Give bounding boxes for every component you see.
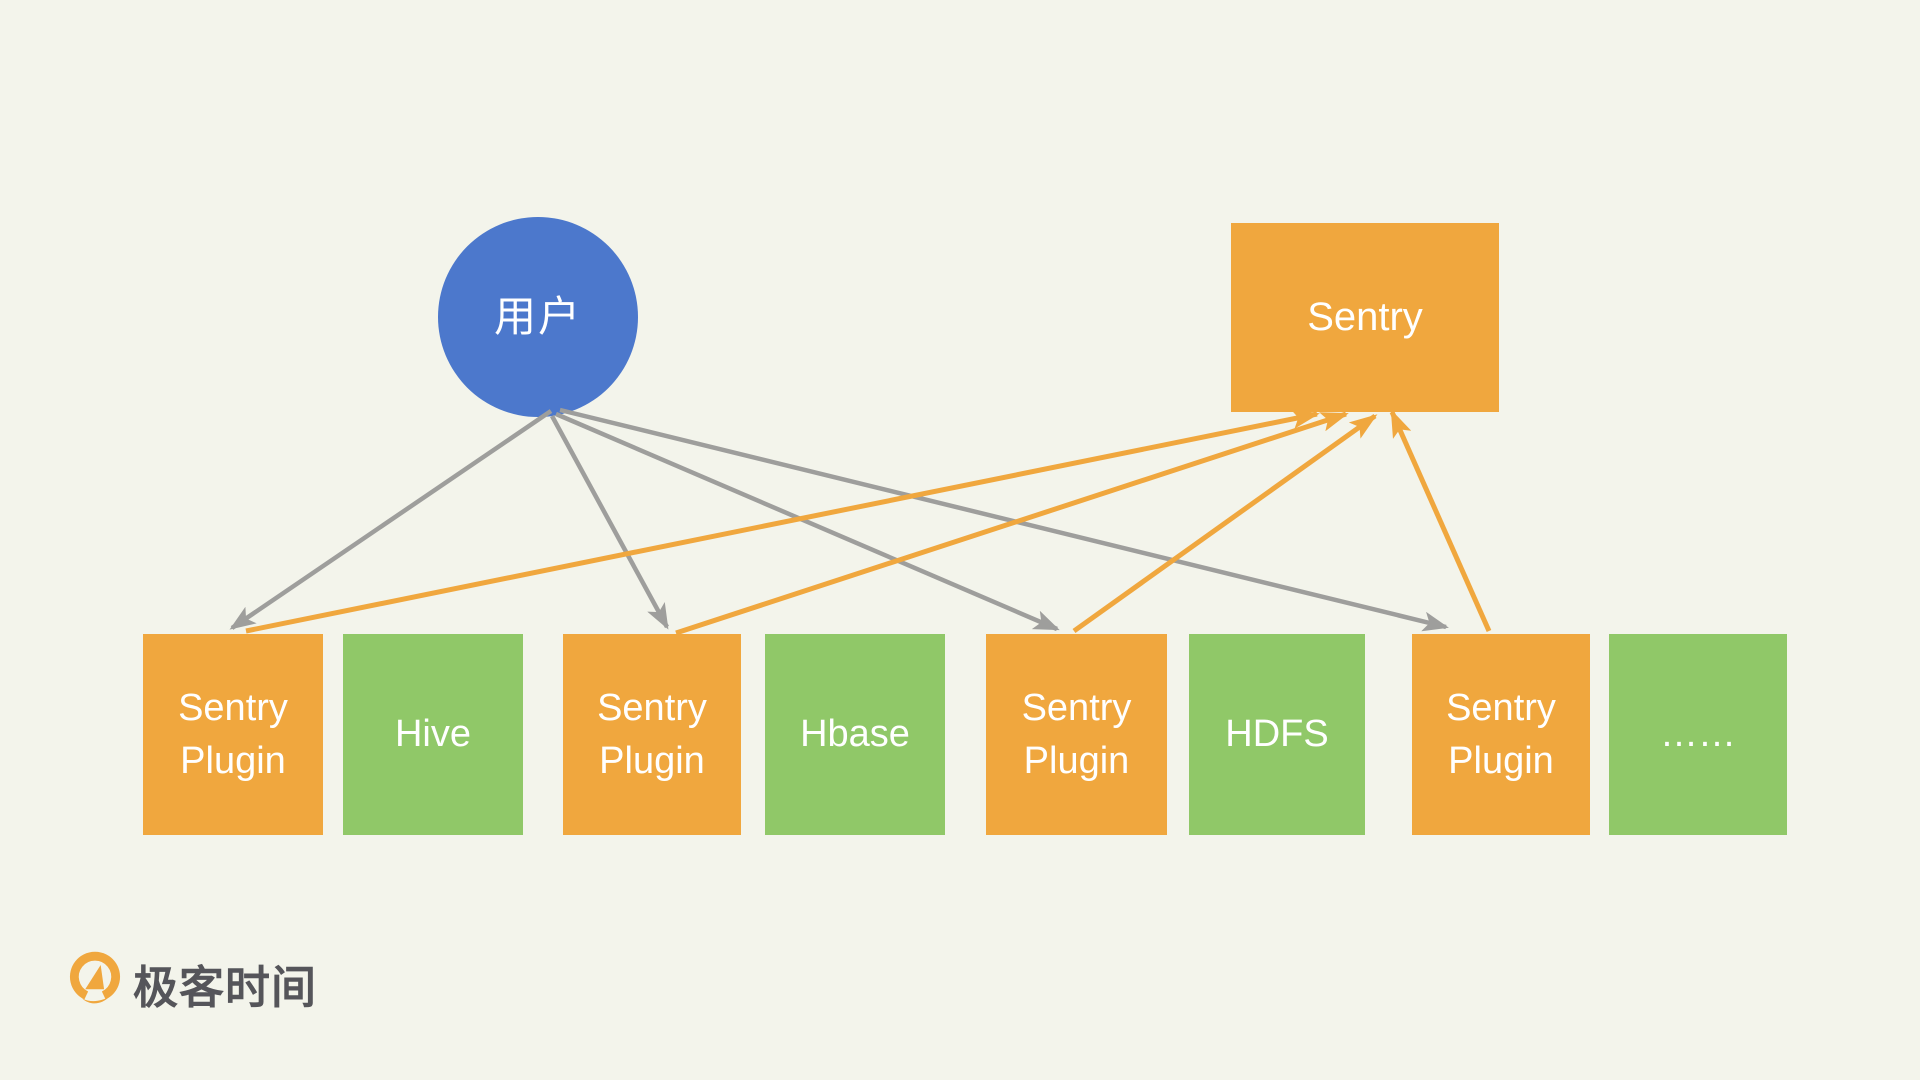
service-node-hdfs: HDFS	[1189, 634, 1365, 835]
edge-plugin3-to-sentry	[1072, 413, 1378, 634]
user-node: 用户	[438, 217, 638, 417]
edge-user-to-plugin1	[229, 409, 553, 630]
service-node-hbase: Hbase	[765, 634, 945, 835]
geektime-logo-icon	[69, 951, 121, 1004]
edge-plugin1-to-sentry	[245, 409, 1320, 634]
service-node-label: ……	[1660, 713, 1736, 756]
service-node-plugin2: Sentry Plugin	[563, 634, 741, 835]
brand-name: 极客时间	[133, 961, 318, 1013]
service-node-label: Sentry Plugin	[1446, 687, 1556, 782]
brand-footer: 极客时间	[69, 950, 317, 1016]
edge-user-to-plugin2	[550, 414, 669, 630]
sentry-node: Sentry	[1231, 223, 1499, 412]
sentry-node-label: Sentry	[1307, 294, 1423, 339]
user-node-label: 用户	[493, 293, 582, 341]
edge-user-to-plugin4	[559, 407, 1449, 632]
service-node-label: Sentry Plugin	[178, 687, 288, 782]
service-node-label: Hbase	[800, 713, 910, 756]
service-node-label: Sentry Plugin	[1021, 687, 1132, 782]
service-node-plugin3: Sentry Plugin	[986, 634, 1167, 835]
edge-plugin2-to-sentry	[675, 411, 1349, 636]
service-node-label: Hive	[394, 713, 472, 756]
service-node-more: ……	[1609, 634, 1787, 835]
edge-user-to-plugin3	[555, 411, 1060, 632]
service-node-plugin1: Sentry Plugin	[143, 634, 323, 835]
service-node-label: Sentry Plugin	[597, 687, 707, 782]
service-node-label: HDFS	[1225, 713, 1329, 756]
service-node-hive: Hive	[343, 634, 523, 835]
service-node-plugin4: Sentry Plugin	[1412, 634, 1590, 835]
edge-plugin4-to-sentry	[1389, 409, 1492, 633]
